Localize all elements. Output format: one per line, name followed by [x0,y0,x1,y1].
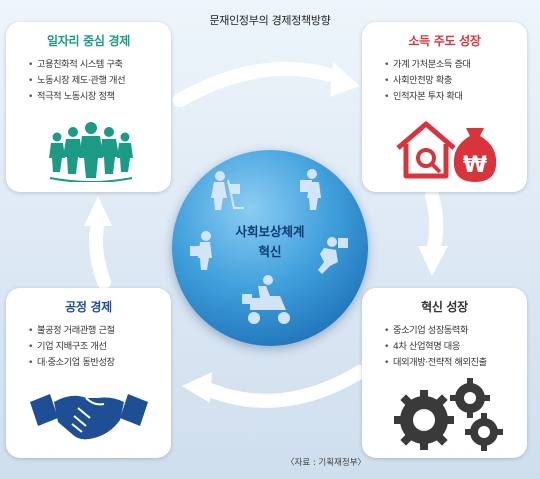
card-income-growth: 소득 주도 성장 가계 가처분소득 증대 사회안전망 확충 인적자본 투자 확대… [362,22,527,192]
card-income-list: 가계 가처분소득 증대 사회안전망 확충 인적자본 투자 확대 [362,57,527,105]
list-item: 적극적 노동시장 정책 [28,89,171,105]
list-item: 중소기업 성장동력화 [384,323,527,339]
arrow-bottom-head [182,372,212,403]
delivery-workers-icon [190,169,348,324]
list-item: 노동시장 제도·관행 개선 [28,73,171,89]
card-innovation-list: 중소기업 성장동력화 4차 산업혁명 대응 대외개방·전략적 해외진출 [362,323,527,371]
list-item: 고용친화적 시스템 구축 [28,57,171,73]
list-item: 불공정 거래관행 근절 [28,323,171,339]
list-item: 4차 산업혁명 대응 [384,339,527,355]
list-item: 사회안전망 확충 [384,73,527,89]
arrow-right-head [418,246,448,276]
source-note: 〈자료 : 기획재정부〉 [286,458,367,468]
list-item: 가계 가처분소득 증대 [384,57,527,73]
card-innovation-growth: 혁신 성장 중소기업 성장동력화 4차 산업혁명 대응 대외개방·전략적 해외진… [362,288,527,458]
arrow-top [173,61,347,107]
center-label-line2: 혁신 [258,244,282,259]
people-group-icon [49,122,133,182]
handshake-icon [30,394,148,440]
center-label-line1: 사회보상체계 [235,224,305,239]
card-innovation-heading: 혁신 성장 [421,300,468,314]
card-jobs-economy: 일자리 중심 경제 고용친화적 시스템 구축 노동시장 제도·관행 개선 적극적… [6,22,171,192]
house-and-money-bag-icon: ₩ [396,121,497,182]
won-symbol: ₩ [463,153,487,178]
card-fair-economy: 공정 경제 불공정 거래관행 근절 기업 지배구조 개선 대·중소기업 동반성장 [6,288,171,458]
card-income-heading: 소득 주도 성장 [408,34,481,48]
list-item: 대외개방·전략적 해외진출 [384,355,527,371]
card-fair-list: 불공정 거래관행 근절 기업 지배구조 개선 대·중소기업 동반성장 [6,323,171,371]
arrow-left-head [84,196,112,226]
card-jobs-heading: 일자리 중심 경제 [47,34,130,48]
center-label: 사회보상체계 혁신 [222,222,318,262]
card-fair-heading: 공정 경제 [65,300,112,314]
card-jobs-list: 고용친화적 시스템 구축 노동시장 제도·관행 개선 적극적 노동시장 정책 [6,57,171,105]
arrow-bottom [198,365,367,408]
diagram-title: 문재인정부의 경제정책방향 [209,14,331,27]
arrow-top-head [330,62,360,97]
arrow-left [89,215,111,289]
list-item: 기업 지배구조 개선 [28,339,171,355]
list-item: 인적자본 투자 확대 [384,89,527,105]
list-item: 대·중소기업 동반성장 [28,355,171,371]
gears-icon [394,378,503,451]
arrow-right [425,189,444,257]
